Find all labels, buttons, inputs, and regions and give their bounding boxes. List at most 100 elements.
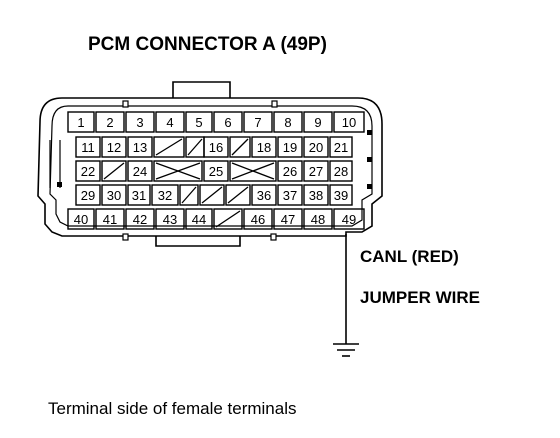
terminal-cell xyxy=(273,111,303,133)
locating-square xyxy=(367,130,372,135)
unused-terminal-slash xyxy=(155,138,183,156)
unused-terminal-slash xyxy=(215,210,241,228)
top-latch xyxy=(172,81,231,98)
jumper-wire xyxy=(333,234,359,357)
terminal-cell xyxy=(303,184,329,206)
left-rib xyxy=(49,140,61,188)
terminal-label: 46 xyxy=(251,212,265,227)
terminal-cell xyxy=(153,160,203,182)
ground-icon xyxy=(333,343,359,357)
terminal-cell xyxy=(251,184,277,206)
terminal-cell xyxy=(329,184,353,206)
terminal-label: 26 xyxy=(283,164,297,179)
unused-terminal-slash xyxy=(181,186,197,204)
terminal-label: 3 xyxy=(136,115,143,130)
terminal-cell xyxy=(229,136,251,158)
terminal-cell xyxy=(277,160,303,182)
terminal-cell xyxy=(251,136,277,158)
terminal-label: 13 xyxy=(133,140,147,155)
terminal-cell xyxy=(303,208,333,230)
terminal-label: 9 xyxy=(314,115,321,130)
terminal-cell xyxy=(199,184,225,206)
terminal-label: 31 xyxy=(132,188,146,203)
terminal-label: 49 xyxy=(342,212,356,227)
terminal-label: 10 xyxy=(342,115,356,130)
locating-square xyxy=(122,233,129,241)
terminal-cell xyxy=(101,184,127,206)
terminal-label: 39 xyxy=(334,188,348,203)
terminal-cell xyxy=(243,208,273,230)
terminal-cell xyxy=(185,111,213,133)
terminal-cell xyxy=(329,136,353,158)
terminal-label: 44 xyxy=(192,212,206,227)
terminal-label: 18 xyxy=(257,140,271,155)
terminal-cell xyxy=(127,136,153,158)
terminal-label: 29 xyxy=(81,188,95,203)
terminal-label: 22 xyxy=(81,164,95,179)
terminal-label: 1 xyxy=(77,115,84,130)
unused-terminal-cross xyxy=(231,162,275,180)
terminal-cell xyxy=(67,208,95,230)
terminal-label: 47 xyxy=(281,212,295,227)
inner-shell xyxy=(49,105,373,227)
locating-square xyxy=(367,157,372,162)
unused-terminal-slash xyxy=(227,186,249,204)
terminal-label: 8 xyxy=(284,115,291,130)
terminal-cell xyxy=(151,184,179,206)
terminal-label: 5 xyxy=(195,115,202,130)
terminal-cell xyxy=(213,208,243,230)
terminal-cell xyxy=(125,208,155,230)
terminal-label: 36 xyxy=(257,188,271,203)
terminal-label: 41 xyxy=(103,212,117,227)
terminal-label: 40 xyxy=(74,212,88,227)
terminal-label: 16 xyxy=(209,140,223,155)
locating-square xyxy=(271,100,278,108)
unused-terminal-slash xyxy=(231,138,249,156)
terminal-cell xyxy=(229,160,277,182)
terminal-label: 2 xyxy=(106,115,113,130)
terminal-cell xyxy=(67,111,95,133)
terminal-label: 32 xyxy=(158,188,172,203)
unused-terminal-slash xyxy=(187,138,203,156)
terminal-cell xyxy=(303,111,333,133)
terminal-label: 30 xyxy=(107,188,121,203)
unused-terminal-slash xyxy=(201,186,223,204)
terminal-label: 6 xyxy=(224,115,231,130)
locating-square xyxy=(270,233,277,241)
terminal-label: 12 xyxy=(107,140,121,155)
terminal-cell xyxy=(127,184,151,206)
terminal-label: 43 xyxy=(163,212,177,227)
terminal-label: 7 xyxy=(254,115,261,130)
terminal-cell xyxy=(277,136,303,158)
caption: Terminal side of female terminals xyxy=(48,399,296,418)
jumper-label: JUMPER WIRE xyxy=(360,288,480,307)
terminal-label: 11 xyxy=(81,140,95,155)
terminal-cell xyxy=(155,208,185,230)
terminal-label: 38 xyxy=(309,188,323,203)
terminal-label: 21 xyxy=(334,140,348,155)
terminal-cell xyxy=(179,184,199,206)
terminal-label: 37 xyxy=(283,188,297,203)
terminal-label: 48 xyxy=(311,212,325,227)
terminal-label: 19 xyxy=(283,140,297,155)
terminal-cell xyxy=(75,136,101,158)
unused-terminal-cross xyxy=(155,162,201,180)
terminal-label: 25 xyxy=(209,164,223,179)
connector-housing xyxy=(37,81,383,247)
terminal-label: 24 xyxy=(133,164,147,179)
terminal-cell xyxy=(101,136,127,158)
terminal-cell xyxy=(101,160,127,182)
terminal-cell xyxy=(75,160,101,182)
terminal-cell xyxy=(127,160,153,182)
terminal-cell xyxy=(125,111,155,133)
locating-square xyxy=(367,184,372,189)
terminal-cell xyxy=(243,111,273,133)
terminal-cell xyxy=(329,160,353,182)
terminal-cell xyxy=(213,111,243,133)
outer-shell xyxy=(37,97,383,237)
terminal-cell xyxy=(185,208,213,230)
terminal-cell xyxy=(155,111,185,133)
